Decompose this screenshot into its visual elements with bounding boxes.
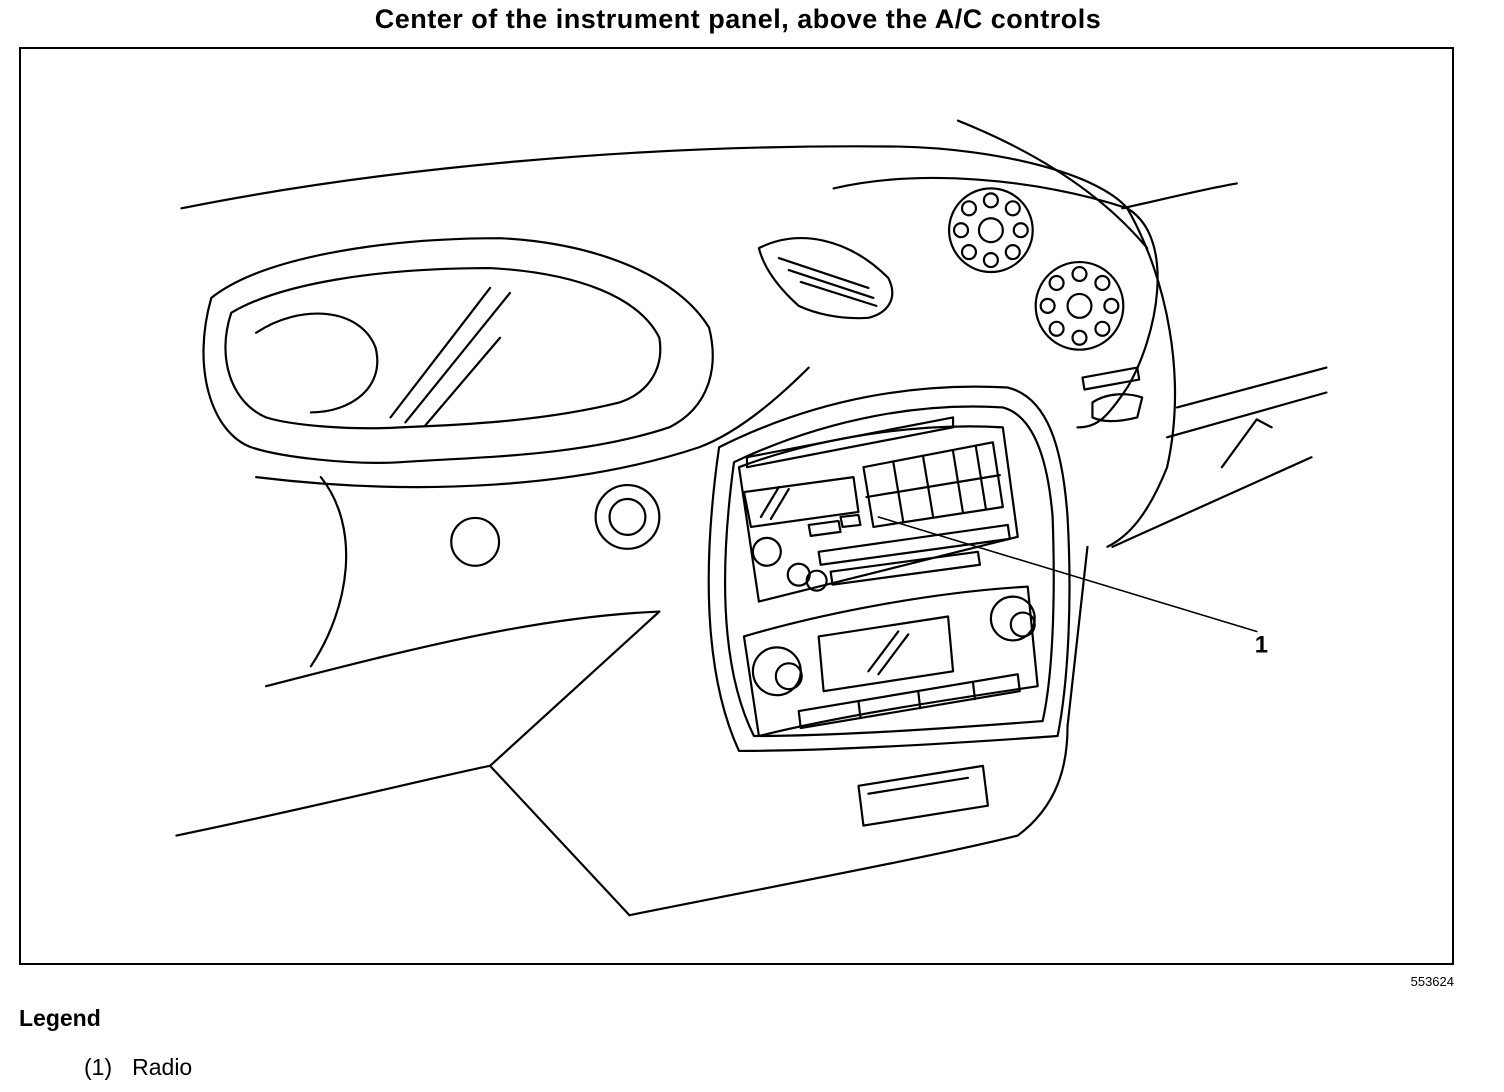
dash-lower-left	[309, 476, 348, 668]
ignition-ring-outer	[594, 483, 661, 550]
cluster-hood-inner	[224, 266, 662, 430]
storage-bin-inner	[867, 776, 970, 795]
center-vent-slat-3	[799, 280, 878, 307]
radio-cassette-slot	[745, 416, 955, 469]
ac-control-face	[742, 585, 1039, 738]
ac-display	[817, 615, 955, 693]
passenger-dash-top	[1175, 366, 1328, 409]
passenger-dash-bottom	[1111, 456, 1313, 548]
radio-preset-block	[862, 441, 1004, 529]
ac-button-row	[797, 673, 1021, 730]
center-stack-bezel-outer	[707, 385, 1071, 753]
figure-id: 553624	[1410, 974, 1454, 989]
radio-knob-left	[751, 536, 782, 567]
radio-knob-lower-2	[805, 569, 828, 592]
passenger-trim	[1220, 418, 1273, 469]
dash-knee-panel	[264, 610, 661, 688]
center-vent-slat-2	[787, 268, 875, 300]
right-vent-housing	[832, 176, 1159, 429]
dash-right-top	[1121, 182, 1238, 210]
radio-display-glare	[759, 485, 790, 521]
ac-knob-left-inner	[774, 662, 803, 691]
ac-display-glare	[867, 630, 910, 676]
ignition-ring-inner	[608, 497, 647, 536]
dash-top-contour	[180, 145, 1129, 210]
ac-button-div-2	[917, 690, 922, 710]
cluster-hood-outer	[202, 237, 714, 464]
cluster-gauge-glass-2	[404, 291, 512, 424]
radio-preset-row	[865, 474, 1001, 499]
dash-mid-contour	[255, 366, 810, 489]
illustration-frame: 1	[19, 47, 1454, 965]
legend-heading: Legend	[19, 1005, 101, 1031]
radio-lower-row	[829, 550, 982, 586]
cluster-gauge-left	[255, 312, 379, 414]
cluster-gauge-glass-1	[389, 286, 492, 419]
right-vent-upper	[947, 187, 1034, 274]
console-side-right	[1066, 545, 1089, 728]
radio-small-button-1	[807, 519, 842, 537]
page-title: Center of the instrument panel, above th…	[374, 4, 1102, 34]
passenger-dash-lower	[1166, 391, 1328, 439]
center-vent	[757, 237, 894, 320]
right-vent-lower	[1034, 260, 1125, 351]
console-bottom	[628, 724, 1069, 917]
center-vent-slat-1	[777, 256, 870, 290]
ac-button-div-1	[857, 700, 862, 720]
dash-bottom-center	[488, 764, 631, 917]
radio-small-button-2	[839, 513, 862, 529]
dash-bottom-left	[175, 764, 492, 837]
dash-knob-left	[450, 516, 501, 567]
callout-leader-radio	[877, 516, 1258, 633]
storage-bin	[857, 764, 989, 827]
windshield-line	[956, 119, 1149, 250]
radio-button-row	[817, 523, 1011, 566]
radio-display	[742, 476, 860, 529]
ac-button-div-3	[971, 681, 977, 701]
right-vent-slot-2	[1091, 393, 1144, 423]
dash-right-edge	[1106, 207, 1176, 548]
callout-1: 1	[1255, 631, 1268, 658]
ac-knob-right-outer	[989, 595, 1036, 642]
dash-bottom-diag	[488, 610, 661, 767]
legend-item-number: (1)	[84, 1054, 113, 1080]
cluster-gauge-glass-3	[424, 336, 502, 427]
instrument-panel-illustration: 1	[175, 119, 1328, 917]
legend-item-label: Radio	[132, 1054, 193, 1080]
legend-item: (1) Radio	[84, 1054, 192, 1081]
ac-knob-right-inner	[1009, 611, 1036, 638]
center-stack-bezel-inner	[723, 405, 1055, 738]
right-vent-slot-1	[1081, 366, 1141, 391]
